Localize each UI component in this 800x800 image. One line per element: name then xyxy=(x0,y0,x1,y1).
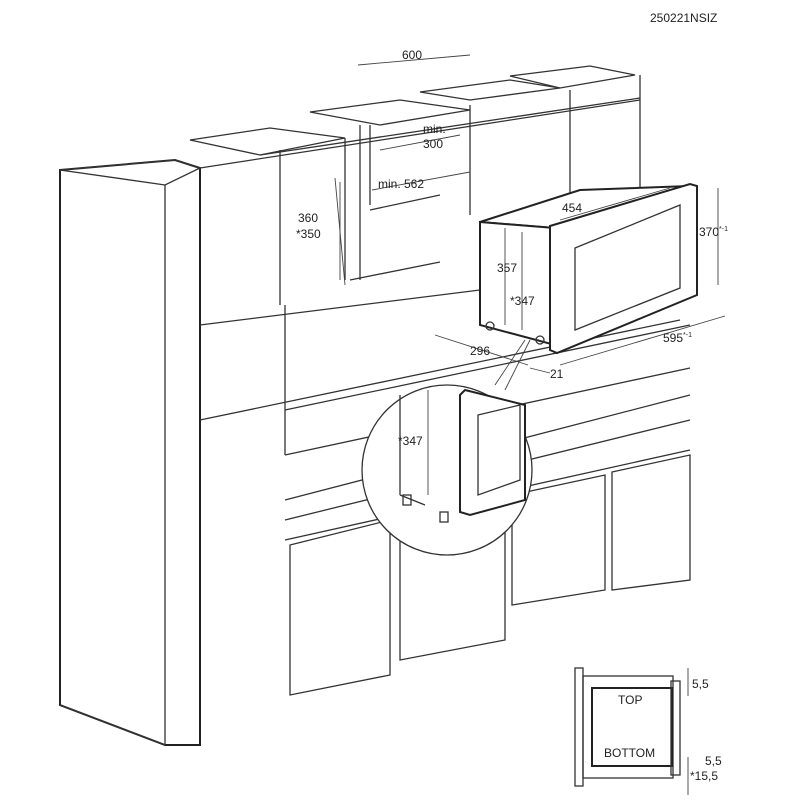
body-height-alt-label: *347 xyxy=(510,294,535,308)
drawing-code: 250221NSIZ xyxy=(650,11,717,25)
niche-height-label: 360 xyxy=(298,211,318,225)
body-height-label: 357 xyxy=(497,261,517,275)
base-depth-label: 296 xyxy=(470,344,490,358)
microwave-appliance xyxy=(479,182,698,355)
front-height-label: 370*-1 xyxy=(699,225,728,239)
detail-height-label: *347 xyxy=(398,434,423,448)
inset-top-label: TOP xyxy=(618,693,642,707)
inset-bottom-label: BOTTOM xyxy=(604,746,655,760)
niche-height-alt-label: *350 xyxy=(296,227,321,241)
niche-width-label: 600 xyxy=(402,48,422,62)
inset-bottom-offset: *15,5 xyxy=(690,769,718,783)
dimension-lines xyxy=(334,54,726,391)
niche-min-depth-label: min. xyxy=(423,122,446,136)
niche-min-depth-value: 300 xyxy=(423,137,443,151)
niche-min-width-label: min. 562 xyxy=(378,177,424,191)
front-width-label: 595*-1 xyxy=(663,331,692,345)
frame-offset-label: 21 xyxy=(550,367,564,381)
inset-bottom-gap: 5,5 xyxy=(705,754,722,768)
inset-section xyxy=(574,667,689,795)
appliance-depth-label: 454 xyxy=(562,201,582,215)
tall-cabinet xyxy=(59,158,202,746)
wall-cabinets xyxy=(189,65,641,326)
detail-circle xyxy=(361,384,533,556)
inset-top-gap: 5,5 xyxy=(692,677,709,691)
